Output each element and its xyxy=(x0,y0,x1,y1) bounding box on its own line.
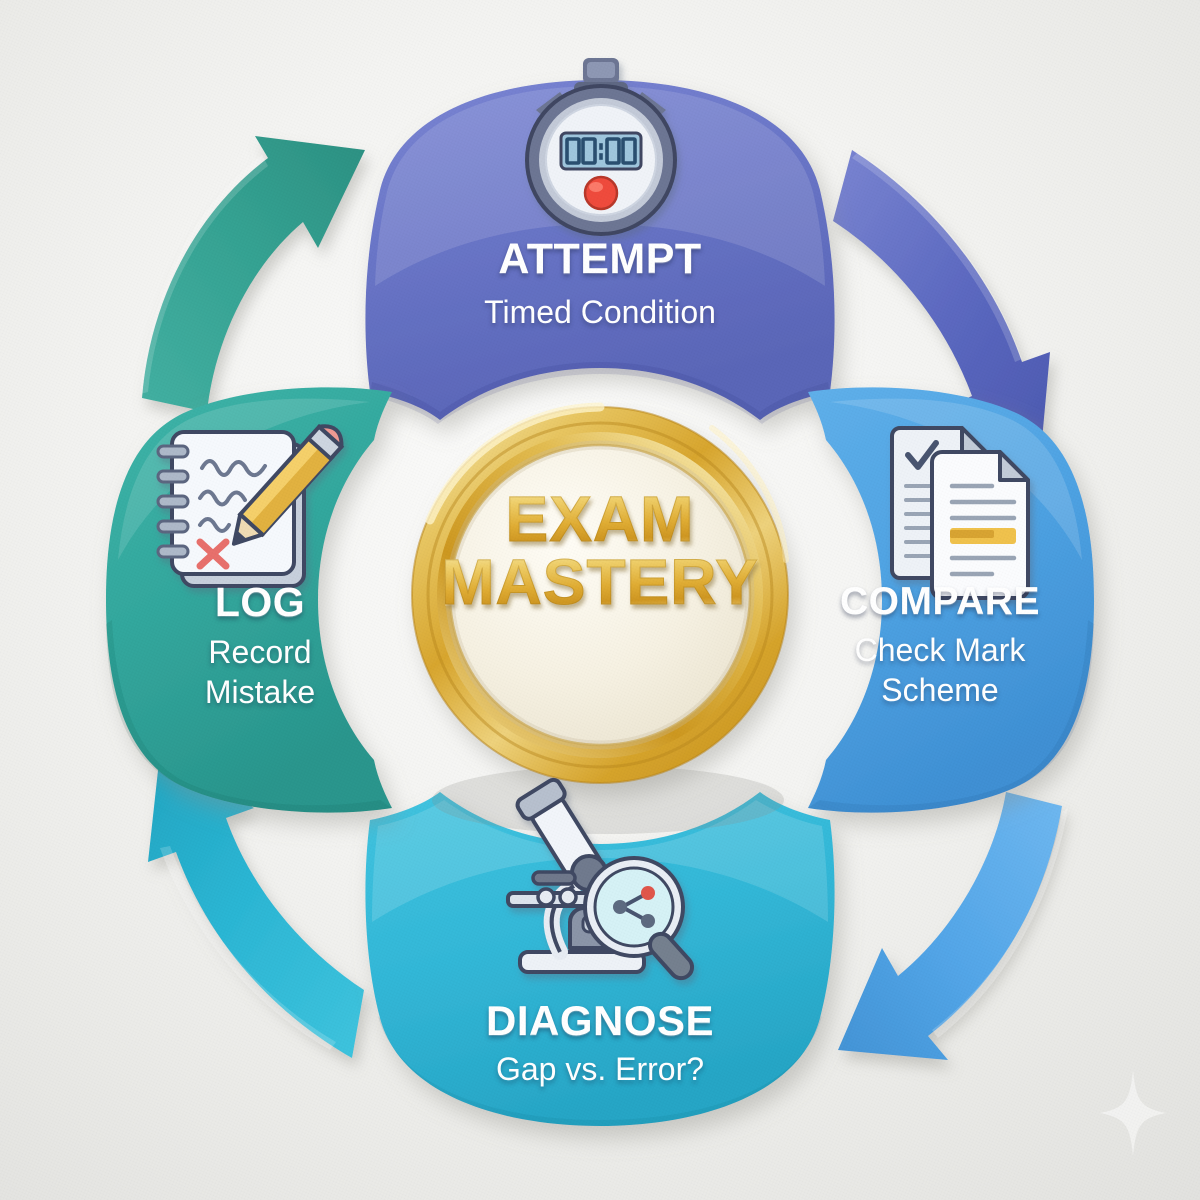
notepad-pencil-icon xyxy=(156,423,345,588)
sparkle-icon xyxy=(1100,1070,1166,1156)
arrow-attempt-to-compare xyxy=(833,150,1050,462)
arrow-log-to-attempt xyxy=(140,136,365,412)
arrow-diagnose-to-log xyxy=(148,752,364,1058)
arrow-compare-to-diagnose xyxy=(838,792,1068,1060)
center-medallion xyxy=(411,402,789,834)
documents-compare-icon xyxy=(890,426,1030,600)
stopwatch-icon xyxy=(525,58,677,236)
microscope-magnifier-icon xyxy=(506,777,695,981)
